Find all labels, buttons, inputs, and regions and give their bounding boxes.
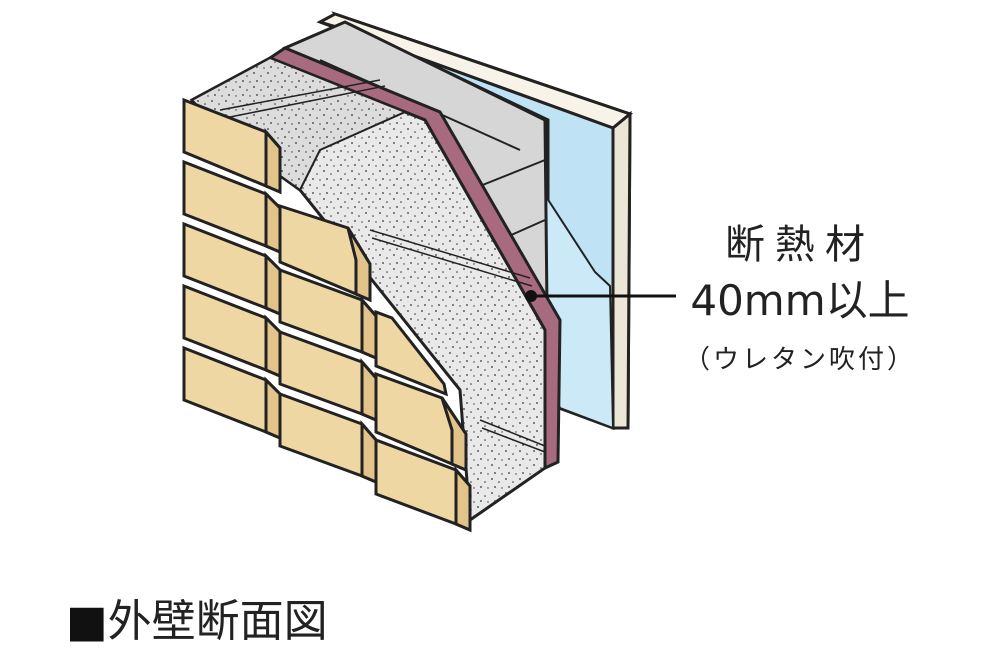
insulation-leader [525, 290, 676, 302]
brick [374, 371, 468, 473]
callout-material-name: 断熱材 [725, 222, 875, 268]
brick [374, 437, 472, 533]
insulation-callout: 断熱材 40mm以上 （ウレタン吹付） [650, 218, 950, 380]
caption-title: 外壁断面図 [107, 596, 328, 647]
figure-caption: ■外壁断面図 [66, 594, 328, 650]
brick-facing [182, 97, 472, 533]
brick [374, 309, 449, 397]
brick [278, 203, 372, 303]
brick [182, 97, 282, 195]
caption-square-marker: ■ [66, 596, 108, 647]
callout-thickness: 40mm以上 [690, 276, 910, 325]
callout-method: （ウレタン吹付） [683, 345, 916, 375]
brick [182, 159, 282, 255]
